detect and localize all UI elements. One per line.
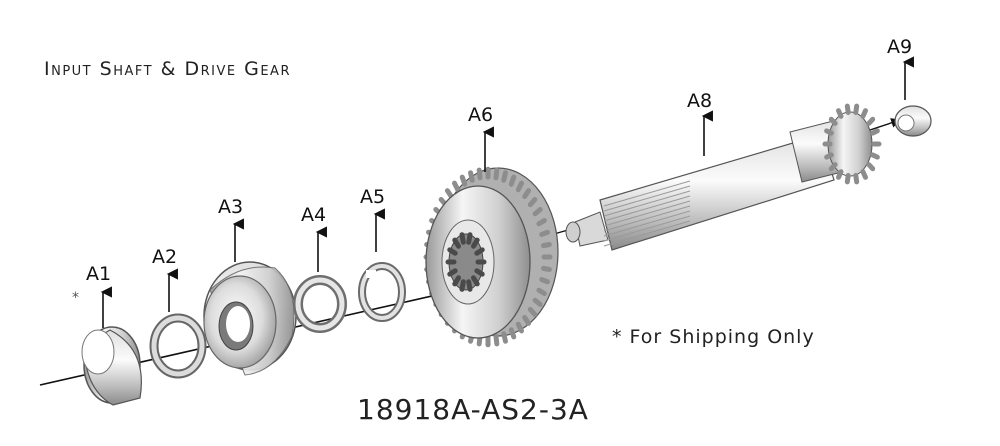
part-a8-input-shaft: [565, 103, 882, 251]
callout-a4: A4: [301, 204, 327, 226]
part-a9-bearing: [894, 105, 932, 137]
part-a4-ring: [293, 275, 347, 333]
part-number: 18918A-AS2-3A: [357, 393, 589, 426]
callout-a9: A9: [887, 36, 913, 58]
callout-a1: A1: [86, 263, 112, 285]
part-a2-snap-ring: [149, 313, 207, 379]
callout-a5: A5: [360, 186, 386, 208]
part-a5-snap-ring: [358, 262, 406, 322]
callout-a2: A2: [152, 246, 178, 268]
shipping-note: * For Shipping Only: [612, 326, 815, 348]
shaft-gear-teeth: [822, 103, 882, 185]
callout-a6: A6: [468, 104, 494, 126]
part-a1-sleeve: [81, 326, 142, 406]
gear-splines: [445, 232, 487, 292]
callout-a8: A8: [687, 90, 713, 112]
part-a6-drive-gear: [423, 166, 559, 348]
shaft-splines: [603, 180, 691, 247]
diagram-title: Input Shaft & Drive Gear: [44, 58, 291, 80]
callout-a3: A3: [218, 196, 244, 218]
shipping-asterisk: *: [72, 290, 79, 306]
part-a3-bearing: [203, 261, 297, 376]
